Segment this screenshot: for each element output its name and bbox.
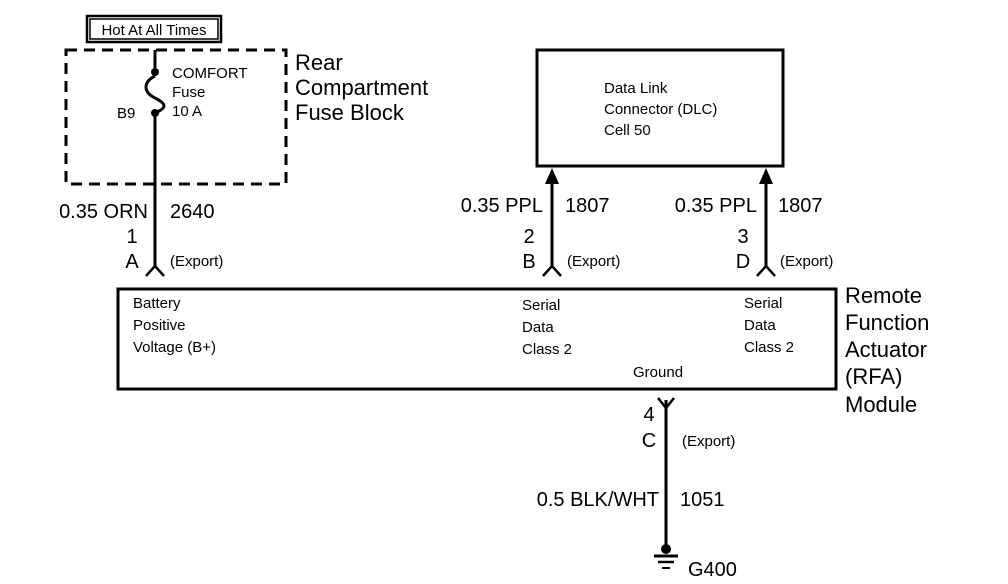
rfa-module-box	[116, 287, 838, 391]
fuse-label-line-2: Fuse	[172, 84, 205, 101]
serial-2-line-2: Data	[744, 317, 776, 334]
arrow-to-dlc-b	[545, 168, 559, 184]
module-title-line-2: Function	[845, 310, 929, 335]
ground-id-label: G400	[688, 559, 737, 581]
dlc-box	[535, 48, 785, 168]
fuse-top-terminal	[151, 68, 159, 76]
arrow-to-dlc-d	[759, 168, 773, 184]
export-label-1: (Export)	[170, 253, 223, 270]
battery-label-line-3: Voltage (B+)	[133, 339, 216, 356]
battery-label-line-1: Battery	[133, 295, 181, 312]
fuse-block-outline	[64, 48, 288, 186]
connector-symbol-d	[756, 264, 776, 277]
module-title-line-5: Module	[845, 392, 917, 417]
fuse-label-line-1: COMFORT	[172, 65, 248, 82]
circuit-number-4: 1051	[680, 489, 725, 511]
ground-symbol	[654, 544, 678, 569]
hot-at-all-times-label: Hot At All Times	[85, 14, 223, 44]
export-label-4: (Export)	[682, 433, 735, 450]
module-title-line-4: (RFA)	[845, 364, 902, 389]
fuse-label-line-3: 10 A	[172, 103, 202, 120]
wire-label-3: 0.35 PPL	[675, 195, 757, 217]
serial-2-line-1: Serial	[744, 295, 782, 312]
dlc-line-3: Cell 50	[604, 122, 651, 139]
export-label-3: (Export)	[780, 253, 833, 270]
fuse-pin-label: B9	[117, 105, 135, 122]
fuse-block-title-line-3: Fuse Block	[295, 100, 405, 125]
serial-1-line-1: Serial	[522, 297, 560, 314]
circuit-number-2: 1807	[565, 195, 610, 217]
pin-number-1: 1	[126, 226, 137, 248]
hot-label-outer-box	[85, 14, 223, 44]
pin-number-4: 4	[643, 404, 654, 426]
connector-symbol-b	[542, 264, 562, 277]
fuse-block-title-line-1: Rear	[295, 50, 343, 75]
battery-label-line-2: Positive	[133, 317, 186, 334]
module-title-line-3: Actuator	[845, 337, 927, 362]
fuse-block-title-line-2: Compartment	[295, 75, 428, 100]
hot-label-inner-box	[89, 18, 219, 40]
pin-letter-d: D	[736, 251, 750, 273]
comfort-fuse-symbol	[144, 50, 166, 117]
serial-2-line-3: Class 2	[744, 339, 794, 356]
wire-label-1: 0.35 ORN	[59, 201, 148, 223]
wire-label-2: 0.35 PPL	[461, 195, 543, 217]
module-title-line-1: Remote	[845, 283, 922, 308]
hot-label-text: Hot At All Times	[101, 22, 206, 39]
circuit-number-1: 2640	[170, 201, 215, 223]
export-label-2: (Export)	[567, 253, 620, 270]
pin-letter-c: C	[642, 430, 656, 452]
serial-1-line-3: Class 2	[522, 341, 572, 358]
wire-label-4: 0.5 BLK/WHT	[537, 489, 659, 511]
circuit-number-3: 1807	[778, 195, 823, 217]
ground-label: Ground	[633, 364, 683, 381]
connector-symbol-a	[145, 264, 165, 277]
dlc-line-1: Data Link	[604, 80, 668, 97]
dlc-line-2: Connector (DLC)	[604, 101, 717, 118]
pin-number-2: 2	[523, 226, 534, 248]
pin-letter-b: B	[522, 251, 535, 273]
serial-1-line-2: Data	[522, 319, 554, 336]
pin-letter-a: A	[125, 251, 139, 273]
pin-number-3: 3	[737, 226, 748, 248]
